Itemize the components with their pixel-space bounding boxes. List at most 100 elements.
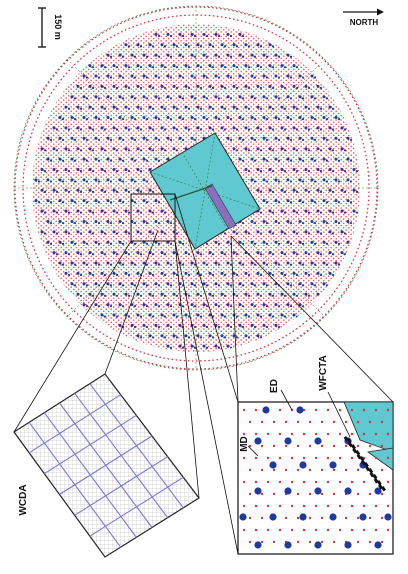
ed-detector-dot bbox=[368, 444, 372, 448]
md-detector-dot bbox=[322, 261, 326, 265]
md-detector-dot bbox=[289, 138, 293, 142]
ed-detector-dot bbox=[248, 444, 252, 448]
md-detector-dot bbox=[175, 294, 179, 297]
md-detector-dot bbox=[313, 138, 317, 142]
md-detector-dot bbox=[148, 271, 152, 275]
md-detector-dot bbox=[181, 118, 185, 121]
md-detector-dot bbox=[208, 271, 212, 275]
md-detector-dot bbox=[94, 303, 98, 307]
md-detector-dot bbox=[187, 315, 191, 318]
md-detector-dot bbox=[196, 64, 200, 68]
md-detector-dot bbox=[166, 95, 170, 99]
md-detector-dot bbox=[196, 43, 200, 47]
wcda-label: WCDA bbox=[18, 484, 29, 515]
md-detector-dot bbox=[304, 84, 308, 88]
md-detector-dot bbox=[205, 34, 209, 38]
md-detector-dot bbox=[160, 271, 164, 275]
md-detector-dot bbox=[310, 74, 314, 78]
md-detector-dot bbox=[196, 84, 200, 88]
md-detector-dot bbox=[172, 292, 176, 296]
md-detector-dot bbox=[190, 282, 194, 286]
ed-detector-dot bbox=[248, 468, 252, 472]
md-detector-dot bbox=[265, 138, 269, 142]
md-detector-dot bbox=[298, 219, 302, 223]
md-detector-dot bbox=[292, 292, 296, 296]
md-detector-dot bbox=[97, 242, 101, 245]
md-detector-dot bbox=[148, 313, 152, 317]
md-detector-dot bbox=[313, 97, 317, 100]
ed-detector-dot bbox=[350, 456, 354, 460]
md-detector-dot bbox=[337, 180, 341, 183]
md-detector-dot bbox=[118, 157, 122, 161]
md-detector-dot bbox=[73, 284, 77, 287]
md-detector-dot bbox=[79, 107, 83, 110]
md-detector-dot bbox=[274, 74, 278, 78]
md-detector-dot bbox=[334, 136, 338, 140]
md-detector-dot bbox=[280, 313, 284, 317]
ed-detector-dot bbox=[362, 408, 366, 412]
md-detector-dot bbox=[325, 201, 329, 204]
md-detector-dot bbox=[178, 136, 182, 140]
md-detector-dot bbox=[157, 34, 161, 38]
md-detector-dot bbox=[304, 126, 308, 130]
md-detector-dot bbox=[307, 190, 311, 193]
md-detector-dot bbox=[307, 128, 311, 131]
md-detector-dot bbox=[118, 323, 122, 327]
md-detector-dot bbox=[208, 105, 212, 109]
md-detector-dot bbox=[256, 188, 260, 192]
ed-detector-dot bbox=[326, 528, 330, 532]
md-detector-dot bbox=[274, 157, 278, 161]
ed-detector-dot bbox=[278, 408, 282, 412]
md-detector-dot bbox=[277, 76, 281, 79]
md-detector-dot bbox=[283, 315, 287, 318]
md-detector-dot bbox=[169, 97, 173, 100]
md-detector-dot bbox=[184, 64, 188, 68]
md-detector-dot bbox=[175, 273, 179, 277]
md-detector-dot bbox=[88, 84, 92, 88]
md-detector-dot bbox=[133, 263, 137, 266]
md-detector-dot bbox=[67, 190, 71, 193]
md-detector-dot bbox=[241, 55, 245, 58]
md-detector-dot bbox=[145, 242, 149, 245]
md-detector-dot bbox=[310, 95, 314, 99]
md-detector-dot bbox=[223, 253, 227, 256]
ed-detector-dot bbox=[302, 504, 306, 508]
md-detector-dot bbox=[118, 199, 122, 203]
md-detector-dot bbox=[349, 138, 353, 142]
ed-detector-dot bbox=[326, 480, 330, 484]
ed-detector-dot bbox=[242, 528, 246, 532]
md-detector-dot bbox=[334, 178, 338, 182]
md-detector-dot bbox=[199, 128, 203, 131]
md-detector-dot bbox=[121, 180, 125, 183]
md-detector-dot bbox=[151, 128, 155, 131]
md-detector-dot bbox=[112, 271, 116, 275]
md-detector-dot bbox=[127, 273, 131, 277]
md-detector-dot bbox=[214, 32, 218, 36]
md-detector-dot bbox=[208, 64, 212, 68]
md-detector-dot bbox=[259, 253, 263, 256]
md-detector-dot bbox=[334, 240, 338, 244]
md-detector-dot bbox=[262, 157, 266, 161]
md-detector-dot bbox=[169, 138, 173, 142]
md-detector-dot bbox=[223, 315, 227, 318]
md-detector-dot bbox=[250, 136, 254, 140]
md-detector-dot bbox=[331, 211, 335, 214]
ed-detector-dot bbox=[338, 456, 342, 460]
md-detector-dot bbox=[133, 284, 137, 287]
md-detector-dot bbox=[124, 209, 128, 213]
md-detector-dot bbox=[262, 178, 266, 182]
md-detector-dot bbox=[202, 95, 206, 99]
ed-detector-dot bbox=[290, 456, 294, 460]
md-detector-dot bbox=[316, 84, 320, 88]
md-detector-dot bbox=[109, 159, 113, 162]
md-detector-dot bbox=[277, 201, 281, 204]
md-detector-dot bbox=[67, 211, 71, 214]
md-detector-dot bbox=[289, 201, 293, 204]
md-detector-dot bbox=[70, 157, 74, 161]
north-arrow-label: NORTH bbox=[350, 18, 379, 27]
md-detector-dot bbox=[256, 64, 260, 68]
md-detector-dot bbox=[145, 201, 149, 204]
md-detector-dot bbox=[37, 180, 41, 183]
md-detector-dot bbox=[316, 105, 320, 109]
md-detector-dot bbox=[112, 64, 116, 68]
